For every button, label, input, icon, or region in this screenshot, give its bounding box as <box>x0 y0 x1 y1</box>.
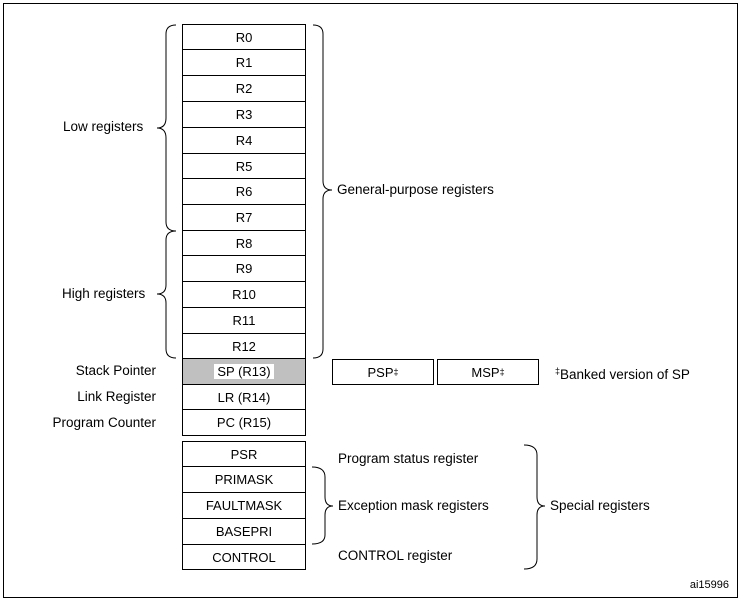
register-pc: PC (R15) <box>182 409 306 436</box>
control-register-label: CONTROL register <box>338 548 453 563</box>
register-r9: R9 <box>182 255 306 282</box>
banked-msp-label: MSP <box>471 364 500 380</box>
banked-msp-box: MSP‡ <box>437 359 539 385</box>
banked-psp-label: PSP <box>367 364 394 380</box>
link-register-label: Link Register <box>77 389 156 404</box>
program-status-label: Program status register <box>338 451 479 466</box>
register-r10: R10 <box>182 281 306 308</box>
low-registers-brace <box>156 24 177 232</box>
general-purpose-label: General-purpose registers <box>337 182 494 197</box>
banked-note-text: Banked version of SP <box>560 367 690 382</box>
program-counter-label: Program Counter <box>52 415 156 430</box>
banked-msp-mark: ‡ <box>499 367 505 377</box>
banked-note-mark: ‡ <box>555 366 561 376</box>
general-purpose-brace <box>312 24 333 359</box>
special-registers-label: Special registers <box>550 498 650 513</box>
register-r4: R4 <box>182 127 306 154</box>
register-r7: R7 <box>182 204 306 231</box>
exception-mask-brace <box>311 466 334 545</box>
banked-psp-mark: ‡ <box>393 367 399 377</box>
exception-mask-label: Exception mask registers <box>338 498 489 513</box>
register-r5: R5 <box>182 153 306 179</box>
register-control: CONTROL <box>182 544 306 570</box>
high-registers-brace <box>156 230 177 359</box>
stack-pointer-label: Stack Pointer <box>75 363 156 378</box>
high-registers-label: High registers <box>62 286 146 301</box>
figure-id: ai15996 <box>689 579 729 591</box>
figure-frame <box>3 3 738 598</box>
register-r2: R2 <box>182 75 306 102</box>
low-registers-label: Low registers <box>63 119 144 134</box>
banked-note: ‡Banked version of SP <box>555 366 690 382</box>
register-faultmask: FAULTMASK <box>182 492 306 519</box>
register-r8: R8 <box>182 230 306 256</box>
register-sp-label: SP (R13) <box>214 364 274 379</box>
special-registers-brace <box>523 444 546 570</box>
banked-psp-box: PSP‡ <box>332 359 434 385</box>
register-basepri: BASEPRI <box>182 518 306 545</box>
